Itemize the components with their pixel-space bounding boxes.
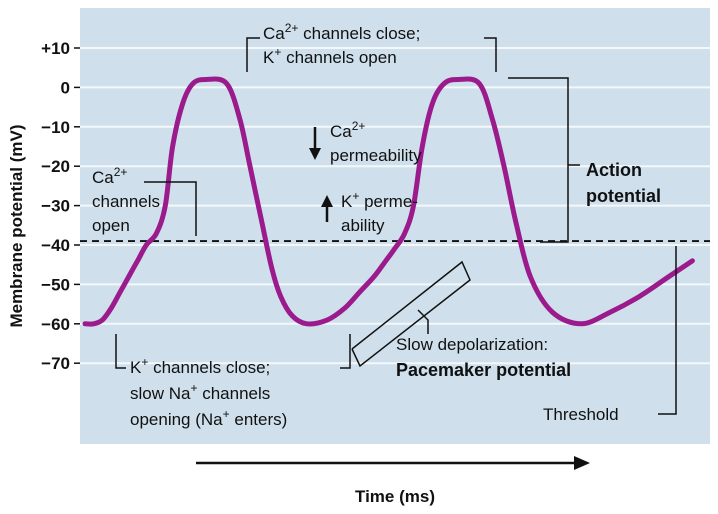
threshold-leader-line	[658, 246, 677, 415]
svg-text:Ca2+: Ca2+	[92, 165, 127, 187]
svg-text:Ca2+: Ca2+	[330, 119, 365, 141]
y-tick-label: +10	[41, 39, 70, 58]
leader-line-k-close-right	[340, 334, 351, 369]
annotation-ca-open: Ca2+ channels open	[92, 165, 160, 235]
annotation-ca-close: Ca2+ channels close; K+ channels open	[263, 21, 420, 67]
svg-text:opening (Na+ enters): opening (Na+ enters)	[130, 407, 287, 429]
pacemaker-potential-label: Pacemaker potential	[396, 360, 571, 380]
plot-panel	[80, 8, 710, 444]
down-arrow-icon	[309, 127, 321, 160]
svg-text:Ca2+ channels close;: Ca2+ channels close;	[263, 21, 420, 43]
membrane-potential-series-line	[82, 76, 695, 327]
slow-depolarization-bracket	[351, 260, 471, 368]
annotation-k-permeability: K+ perme- ability	[341, 189, 418, 235]
annotation-k-close: K+ channels close; slow Na+ channels ope…	[130, 355, 287, 429]
svg-text:slow Na+ channels: slow Na+ channels	[130, 381, 270, 403]
time-arrow-head	[574, 456, 590, 470]
up-arrow-icon	[321, 195, 333, 222]
action-potential-bracket	[508, 77, 569, 243]
leader-line-k-close-left	[115, 334, 126, 369]
svg-text:ability: ability	[341, 216, 385, 235]
y-tick-label: −20	[41, 157, 70, 176]
x-axis-label: Time (ms)	[355, 487, 435, 506]
y-axis-label: Membrane potential (mV)	[7, 124, 26, 327]
y-tick-label: −70	[41, 354, 70, 373]
y-tick-label: −10	[41, 118, 70, 137]
y-tick-label: −40	[41, 236, 70, 255]
y-tick-label: 0	[61, 78, 70, 97]
leader-line-ca-open	[144, 181, 197, 236]
action-potential-label-2: potential	[586, 186, 661, 206]
threshold-label: Threshold	[543, 405, 619, 424]
leader-line-ca-close-right	[484, 37, 497, 72]
svg-text:K+ channels open: K+ channels open	[263, 45, 397, 67]
annotation-ca-permeability: Ca2+ permeability	[330, 119, 422, 165]
svg-text:channels: channels	[92, 192, 160, 211]
svg-text:K+ channels close;: K+ channels close;	[130, 355, 270, 377]
action-potential-label-1: Action	[586, 160, 642, 180]
svg-text:K+ perme-: K+ perme-	[341, 189, 418, 211]
slow-depolarization-leader	[417, 309, 429, 334]
leader-line-ca-close-left	[246, 37, 260, 72]
slow-depolarization-label: Slow depolarization:	[396, 335, 548, 354]
y-tick-label: −50	[41, 275, 70, 294]
svg-text:open: open	[92, 216, 130, 235]
y-tick-label: −60	[41, 315, 70, 334]
y-tick-label: −30	[41, 197, 70, 216]
y-tick-labels: +10 0 −10 −20 −30 −40 −50 −60 −70	[41, 39, 80, 373]
svg-text:permeability: permeability	[330, 146, 422, 165]
